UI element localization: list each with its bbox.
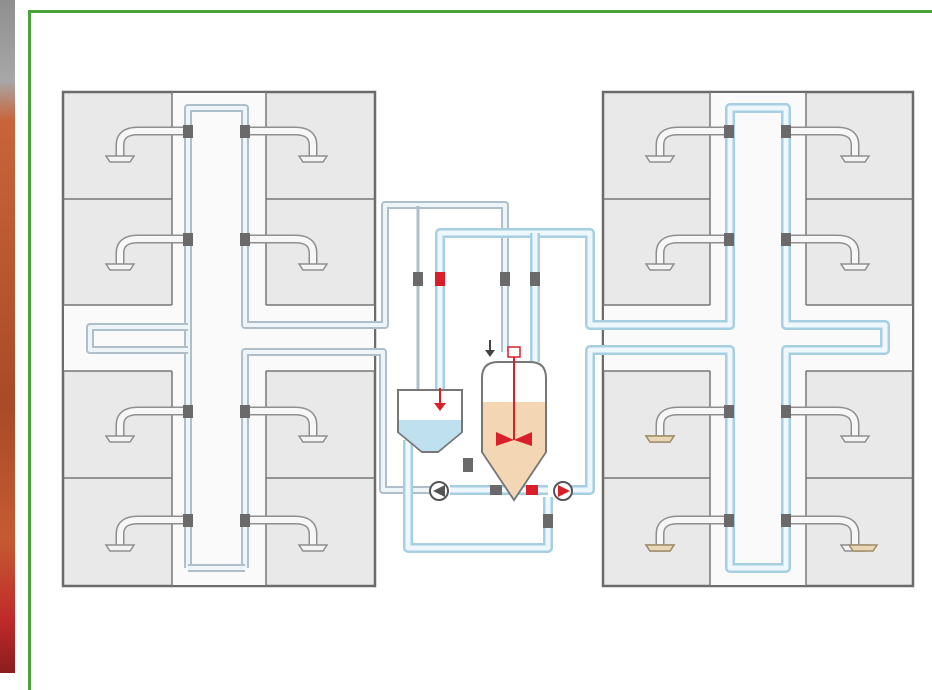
- valve: [183, 405, 193, 418]
- valve: [183, 233, 193, 246]
- valve: [240, 233, 250, 246]
- valve: [183, 514, 193, 527]
- valve: [724, 405, 734, 418]
- pump-right: [554, 482, 572, 500]
- active-basin-1: [646, 436, 674, 442]
- valve-active: [435, 272, 445, 286]
- valve: [724, 233, 734, 246]
- cip-piping-diagram: [0, 0, 932, 673]
- valve: [183, 125, 193, 138]
- valve: [240, 405, 250, 418]
- valve: [781, 125, 791, 138]
- pump-left: [430, 482, 448, 500]
- valve: [724, 125, 734, 138]
- valve: [240, 514, 250, 527]
- process-tank: [482, 340, 546, 500]
- valve: [413, 272, 423, 286]
- valve: [724, 514, 734, 527]
- valve: [463, 458, 473, 472]
- right-building-block: [603, 92, 913, 586]
- valve-active: [526, 485, 538, 495]
- active-basin-3: [849, 545, 877, 551]
- valve: [500, 272, 510, 286]
- valve: [543, 514, 553, 528]
- valve: [781, 514, 791, 527]
- active-basin-2: [646, 545, 674, 551]
- valve: [240, 125, 250, 138]
- valve: [781, 233, 791, 246]
- valve: [781, 405, 791, 418]
- valve: [530, 272, 540, 286]
- valve: [490, 485, 502, 495]
- left-building-block: [63, 92, 375, 586]
